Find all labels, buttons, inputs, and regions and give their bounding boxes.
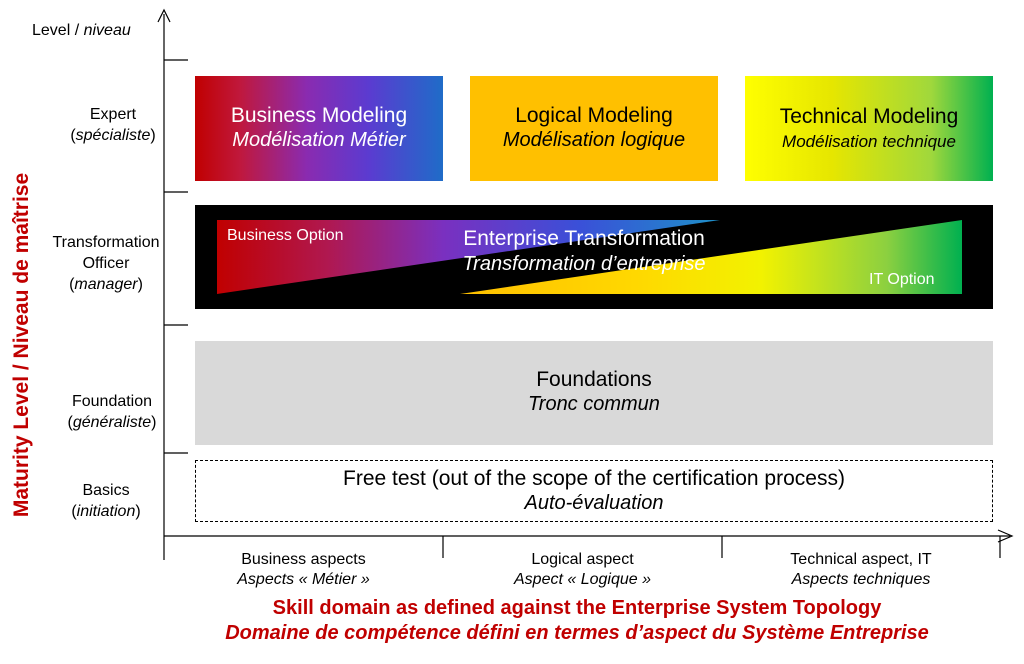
foundations-box: Foundations Tronc commun <box>195 341 993 445</box>
x-category-technical: Technical aspect, IT Aspects techniques <box>790 551 932 588</box>
level-label-transformation-officer: Transformation Officer (manager) <box>52 234 160 293</box>
level-label-basics: Basics (initiation) <box>71 482 141 520</box>
y-axis-arrow <box>157 8 171 23</box>
y-axis-top-label: Level / niveau <box>32 22 131 39</box>
enterprise-transformation-subtitle: Transformation d’entreprise <box>462 253 706 275</box>
business-modeling-title: Business Modeling <box>230 104 408 127</box>
x-axis-arrow <box>997 529 1014 543</box>
business-option-wedge <box>217 220 720 294</box>
enterprise-transformation-box: Business Option IT Option Enterprise Tra… <box>195 205 993 309</box>
transformation-wedges <box>217 220 962 294</box>
business-option-label: Business Option <box>227 227 344 244</box>
enterprise-transformation-title: Enterprise Transformation <box>463 227 705 250</box>
logical-modeling-box: Logical Modeling Modélisation logique <box>470 76 718 181</box>
level-label-foundation: Foundation (généraliste) <box>67 393 157 431</box>
foundations-subtitle: Tronc commun <box>528 393 660 415</box>
free-test-subtitle: Auto-évaluation <box>524 492 664 514</box>
technical-modeling-title: Technical Modeling <box>779 105 959 128</box>
it-option-wedge <box>460 220 962 294</box>
level-label-expert: Expert (spécialiste) <box>70 106 156 144</box>
logical-modeling-subtitle: Modélisation logique <box>502 129 686 151</box>
technical-modeling-box: Technical Modeling Modélisation techniqu… <box>745 76 993 181</box>
it-option-label: IT Option <box>869 271 935 288</box>
x-axis-title: Skill domain as defined against the Ente… <box>225 597 929 644</box>
free-test-box: Free test (out of the scope of the certi… <box>195 460 993 522</box>
business-modeling-subtitle: Modélisation Métier <box>232 129 406 151</box>
free-test-title: Free test (out of the scope of the certi… <box>343 467 845 490</box>
x-category-business: Business aspects Aspects « Métier » <box>237 551 370 588</box>
foundations-title: Foundations <box>536 368 652 391</box>
business-modeling-box: Business Modeling Modélisation Métier <box>195 76 443 181</box>
x-category-logical: Logical aspect Aspect « Logique » <box>514 551 651 588</box>
technical-modeling-subtitle: Modélisation technique <box>782 132 956 151</box>
logical-modeling-title: Logical Modeling <box>515 104 673 127</box>
y-axis-title: Maturity Level / Niveau de maîtrise <box>10 172 33 518</box>
